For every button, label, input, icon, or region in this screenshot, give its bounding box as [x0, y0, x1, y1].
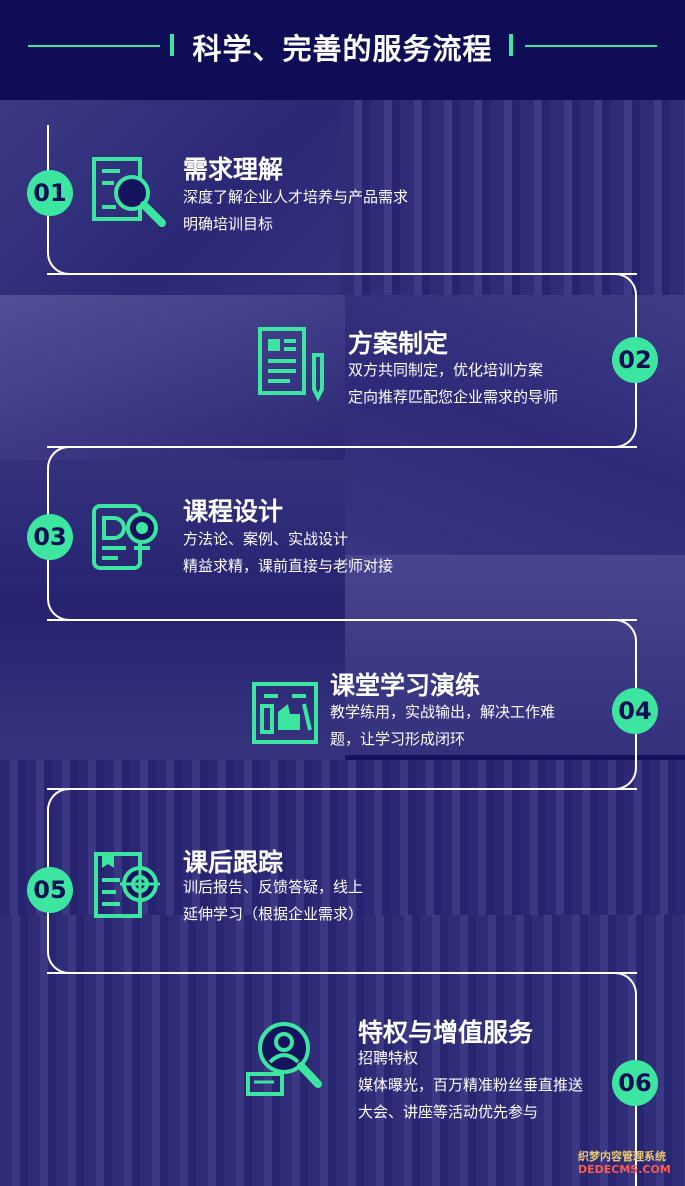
- document-target-icon: [94, 852, 160, 918]
- step-description: 深度了解企业人才培养与产品需求 明确培训目标: [183, 184, 408, 238]
- header-bar-right: [509, 34, 513, 56]
- header-line-left: [28, 45, 160, 47]
- step-description-line: 精益求精，课前直接与老师对接: [183, 557, 394, 575]
- step-number-badge: 04: [612, 688, 658, 734]
- page-title: 科学、完善的服务流程: [192, 32, 493, 66]
- step-title: 方案制定: [348, 329, 449, 358]
- step-description-line: 方法论、案例、实战设计: [183, 530, 349, 548]
- watermark-line: DEDECMS.COM: [578, 1163, 671, 1176]
- step-description-line: 媒体曝光，百万精准粉丝垂直推送: [358, 1076, 584, 1094]
- step-title: 课堂学习演练: [330, 671, 481, 700]
- watermark: 织梦内容管理系统 DEDECMS.COM: [578, 1150, 671, 1176]
- step-description-line: 教学练用，实战输出，解决工作难: [330, 703, 556, 721]
- document-bulb-icon: [92, 504, 158, 570]
- header-bar-left: [170, 34, 174, 56]
- step-description-line: 定向推荐匹配您企业需求的导师: [348, 388, 559, 406]
- step-description: 招聘特权 媒体曝光，百万精准粉丝垂直推送 大会、讲座等活动优先参与: [358, 1045, 583, 1126]
- header: [0, 0, 685, 100]
- step-title: 特权与增值服务: [358, 1018, 534, 1047]
- document-pen-icon: [258, 327, 324, 402]
- step-number-badge: 05: [27, 867, 73, 913]
- step-description-line: 招聘特权: [358, 1049, 419, 1067]
- step-number-badge: 01: [27, 170, 73, 216]
- step-number-badge: 06: [612, 1060, 658, 1106]
- step-description: 训后报告、反馈答疑，线上 延伸学习（根据企业需求）: [183, 874, 363, 928]
- step-description-line: 延伸学习（根据企业需求）: [183, 905, 364, 923]
- step-number-badge: 03: [27, 514, 73, 560]
- step-description-line: 大会、讲座等活动优先参与: [358, 1103, 539, 1121]
- step-description-line: 明确培训目标: [183, 215, 274, 233]
- background-photo: [0, 915, 685, 1186]
- step-description-line: 题，让学习形成闭环: [330, 730, 466, 748]
- background-photo: [0, 760, 685, 915]
- step-description-line: 训后报告、反馈答疑，线上: [183, 878, 364, 896]
- person-search-icon: [246, 1022, 322, 1096]
- step-title: 课后跟踪: [183, 848, 284, 877]
- step-title: 需求理解: [183, 155, 284, 184]
- step-number-badge: 02: [612, 337, 658, 383]
- step-description: 双方共同制定，优化培训方案 定向推荐匹配您企业需求的导师: [348, 357, 558, 411]
- step-description: 教学练用，实战输出，解决工作难 题，让学习形成闭环: [330, 699, 555, 753]
- step-description-line: 深度了解企业人才培养与产品需求: [183, 188, 409, 206]
- magnifier-document-icon: [92, 157, 166, 227]
- header-line-right: [525, 45, 657, 47]
- hand-tools-icon: [252, 682, 318, 744]
- step-description-line: 双方共同制定，优化培训方案: [348, 361, 544, 379]
- watermark-line: 织梦内容管理系统: [578, 1150, 666, 1163]
- step-title: 课程设计: [183, 497, 284, 526]
- step-description: 方法论、案例、实战设计 精益求精，课前直接与老师对接: [183, 526, 393, 580]
